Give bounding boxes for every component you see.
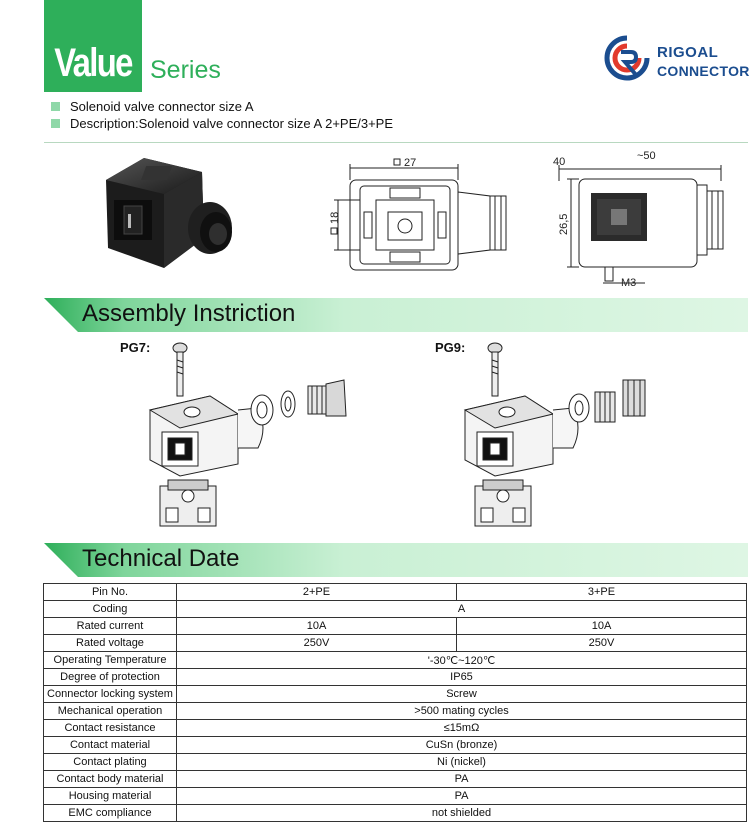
row-value: PA [176, 770, 747, 788]
row-value: 10A [456, 617, 747, 635]
dimension-40: 40 [553, 156, 565, 168]
bullet-square-icon [51, 102, 60, 111]
dimension-26-5: 26,5 [558, 214, 570, 235]
table-row: Operating Temperature '-30℃~120℃ [43, 651, 747, 669]
row-label: Pin No. [43, 583, 177, 601]
bullet-item: Description:Solenoid valve connector siz… [48, 115, 393, 132]
square-symbol-icon [330, 227, 338, 235]
series-word: Series [150, 56, 221, 84]
row-label: Housing material [43, 787, 177, 805]
table-row: Rated voltage 250V 250V [43, 634, 747, 652]
row-label: Rated current [43, 617, 177, 635]
row-label: Contact plating [43, 753, 177, 771]
row-value: not shielded [176, 804, 747, 822]
row-value: >500 mating cycles [176, 702, 747, 720]
side-view-drawing: 40 ~50 26,5 M3 [553, 150, 724, 289]
pg9-assembly-drawing [463, 342, 646, 527]
logo-text-connector: CONNECTOR [657, 63, 750, 79]
row-label: EMC compliance [43, 804, 177, 822]
table-row: Connector locking system Screw [43, 685, 747, 703]
row-value: 10A [176, 617, 457, 635]
table-row: Pin No. 2+PE 3+PE [43, 583, 747, 601]
row-label: Coding [43, 600, 177, 618]
row-label: Contact body material [43, 770, 177, 788]
table-row: Degree of protection IP65 [43, 668, 747, 686]
header-bar [44, 298, 748, 332]
rigoal-logo: RIGOAL CONNECTOR [603, 34, 753, 84]
row-value: 2+PE [176, 583, 457, 601]
bullet-text: Description:Solenoid valve connector siz… [70, 116, 394, 131]
dimension-m3: M3 [621, 277, 636, 289]
technical-spec-table: Pin No. 2+PE 3+PE Coding A Rated current… [43, 583, 747, 822]
value-badge: Value [44, 0, 142, 92]
row-value: 250V [176, 634, 457, 652]
row-value: A [176, 600, 747, 618]
divider [44, 142, 748, 143]
bullet-text: Solenoid valve connector size A [70, 99, 254, 114]
table-row: EMC compliance not shielded [43, 804, 747, 822]
table-row: Housing material PA [43, 787, 747, 805]
table-row: Contact resistance ≤15mΩ [43, 719, 747, 737]
row-label: Connector locking system [43, 685, 177, 703]
pg7-label: PG7: [120, 340, 151, 355]
table-row: Coding A [43, 600, 747, 618]
dimension-18: 18 [330, 212, 341, 224]
row-value: 250V [456, 634, 747, 652]
row-value: Ni (nickel) [176, 753, 747, 771]
row-value: CuSn (bronze) [176, 736, 747, 754]
bullet-item: Solenoid valve connector size A [48, 98, 393, 115]
square-symbol-icon [393, 158, 401, 166]
row-value: 3+PE [456, 583, 747, 601]
front-view-drawing: 27 18 [330, 157, 507, 271]
assembly-title: Assembly Instriction [82, 300, 296, 327]
table-row: Contact plating Ni (nickel) [43, 753, 747, 771]
connector-photo [106, 158, 232, 268]
bullet-square-icon [51, 119, 60, 128]
pg9-label: PG9: [435, 340, 466, 355]
row-value: PA [176, 787, 747, 805]
description-list: Solenoid valve connector size A Descript… [48, 98, 393, 132]
row-value: IP65 [176, 668, 747, 686]
row-value: '-30℃~120℃ [176, 651, 747, 669]
row-value: Screw [176, 685, 747, 703]
table-row: Contact material CuSn (bronze) [43, 736, 747, 754]
row-label: Degree of protection [43, 668, 177, 686]
row-label: Mechanical operation [43, 702, 177, 720]
row-label: Rated voltage [43, 634, 177, 652]
pg7-assembly-drawing [148, 342, 347, 527]
table-row: Rated current 10A 10A [43, 617, 747, 635]
technical-section-header: Technical Date [44, 543, 748, 577]
assembly-section-header: Assembly Instriction [44, 298, 748, 332]
row-label: Contact resistance [43, 719, 177, 737]
technical-title: Technical Date [82, 545, 240, 572]
row-value: ≤15mΩ [176, 719, 747, 737]
dimension-50: ~50 [637, 150, 656, 162]
row-label: Contact material [43, 736, 177, 754]
header-bar [44, 543, 748, 577]
value-word: Value [54, 41, 133, 85]
row-label: Operating Temperature [43, 651, 177, 669]
logo-text-rigoal: RIGOAL [657, 44, 719, 61]
table-row: Contact body material PA [43, 770, 747, 788]
logo-mark-icon [604, 35, 650, 81]
table-row: Mechanical operation >500 mating cycles [43, 702, 747, 720]
dimension-27: 27 [404, 157, 416, 169]
